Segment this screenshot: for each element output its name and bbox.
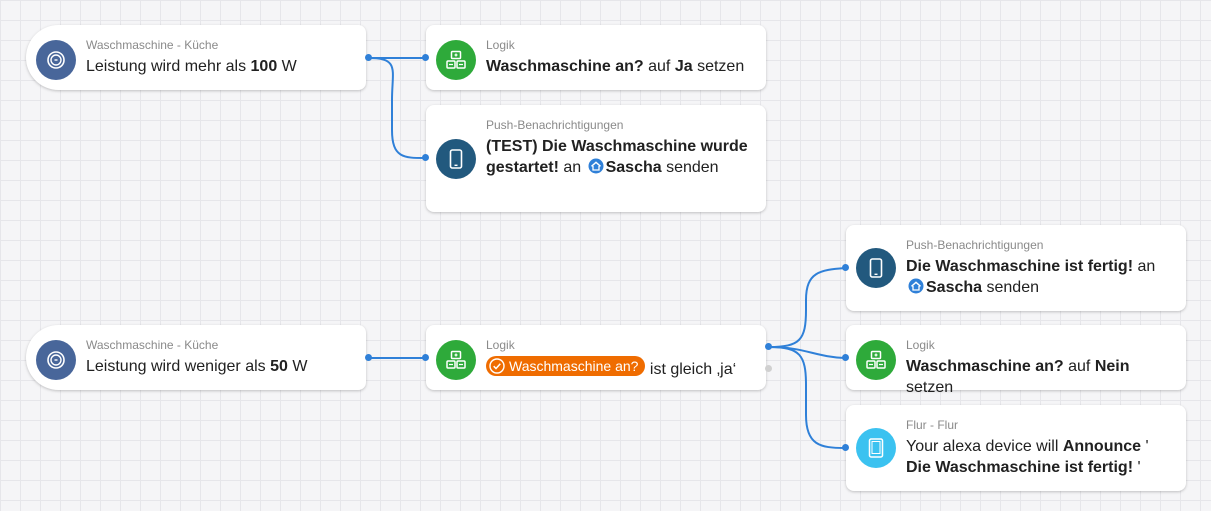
wire-condition2-push2 [768, 267, 846, 348]
flow2-condition-true-port[interactable] [765, 343, 772, 350]
wire-condition2-logic2 [768, 346, 846, 359]
flow2-push-card[interactable]: Push-Benachrichtigungen Die Waschmaschin… [846, 225, 1186, 311]
flow1-logic-text: Waschmaschine an? auf Ja setzen [486, 58, 745, 75]
power-meter-icon [36, 40, 76, 80]
flow2-alexa-card[interactable]: Flur - Flur Your alexa device will Annou… [846, 405, 1186, 491]
flow1-push-subtitle: Push-Benachrichtigungen [486, 118, 624, 132]
flow1-push-text: (TEST) Die Waschmaschine wurde gestartet… [486, 138, 748, 176]
flow2-push-text: Die Waschmaschine ist fertig! an Sascha … [906, 258, 1156, 296]
flow1-trigger-subtitle: Waschmaschine - Küche [86, 38, 219, 52]
wire-trigger1-push1 [368, 57, 426, 159]
flow2-logic-card[interactable]: Logik Waschmaschine an? auf Nein setzen [846, 325, 1186, 396]
flow1-logic-card[interactable]: Logik Waschmaschine an? auf Ja setzen [426, 25, 766, 90]
variable-chip: Waschmaschine an? [486, 356, 646, 376]
flow2-condition-card[interactable]: Logik Waschmaschine an? ist gleich ‚ja‘ [426, 325, 766, 390]
flow2-condition-text: Waschmaschine an? ist gleich ‚ja‘ [486, 356, 752, 380]
flow1-logic-subtitle: Logik [486, 38, 515, 52]
logic-icon [856, 340, 896, 380]
flow2-trigger-output-port[interactable] [365, 354, 372, 361]
logic-icon [436, 340, 476, 380]
flow1-push-card[interactable]: Push-Benachrichtigungen (TEST) Die Wasch… [426, 105, 766, 212]
logic-icon [436, 40, 476, 80]
flow2-alexa-text: Your alexa device will Announce ' Die Wa… [906, 438, 1149, 476]
flow2-logic-text: Waschmaschine an? auf Nein setzen [906, 358, 1130, 396]
home-user-icon [908, 278, 924, 294]
flow2-condition-false-port[interactable] [765, 365, 772, 372]
tablet-icon [856, 428, 896, 468]
flow2-condition-input-port[interactable] [422, 354, 429, 361]
wire-condition2-alexa2 [768, 346, 846, 449]
flow2-logic-input-port[interactable] [842, 354, 849, 361]
flow2-trigger-text: Leistung wird weniger als 50 W [86, 358, 308, 375]
flow2-alexa-input-port[interactable] [842, 444, 849, 451]
flow2-alexa-subtitle: Flur - Flur [906, 418, 958, 432]
flow1-trigger-text: Leistung wird mehr als 100 W [86, 58, 297, 75]
phone-icon [856, 248, 896, 288]
flow2-trigger-card[interactable]: Waschmaschine - Küche Leistung wird weni… [26, 325, 366, 390]
flow1-trigger-card[interactable]: Waschmaschine - Küche Leistung wird mehr… [26, 25, 366, 90]
flow1-trigger-output-port[interactable] [365, 54, 372, 61]
power-meter-icon [36, 340, 76, 380]
phone-icon [436, 139, 476, 179]
flow2-logic-subtitle: Logik [906, 338, 935, 352]
flow1-logic-input-port[interactable] [422, 54, 429, 61]
flow2-push-input-port[interactable] [842, 264, 849, 271]
flow1-push-input-port[interactable] [422, 154, 429, 161]
flow2-push-subtitle: Push-Benachrichtigungen [906, 238, 1044, 252]
flow2-trigger-subtitle: Waschmaschine - Küche [86, 338, 219, 352]
check-circle-icon [489, 358, 505, 374]
home-user-icon [588, 158, 604, 174]
flow2-condition-subtitle: Logik [486, 338, 515, 352]
